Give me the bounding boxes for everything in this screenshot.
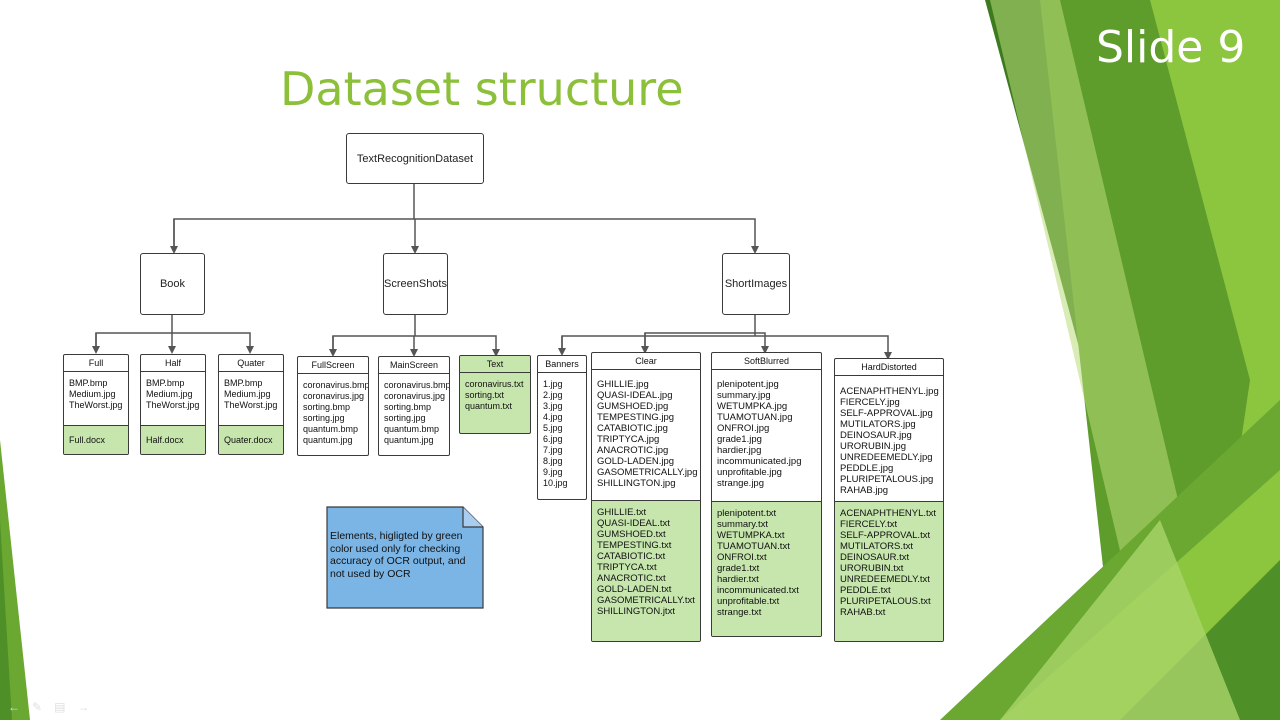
folder-fullscreen: FullScreen coronavirus.bmp coronavirus.j… xyxy=(297,356,369,456)
folder-quater: Quater BMP.bmp Medium.jpg TheWorst.jpg Q… xyxy=(218,354,284,455)
folder-mainscreen-title: MainScreen xyxy=(379,357,449,374)
slide-title: Dataset structure xyxy=(280,62,684,116)
folder-text-title: Text xyxy=(460,356,530,373)
folder-banners-title: Banners xyxy=(538,356,586,373)
folder-text: Text coronavirus.txt sorting.txt quantum… xyxy=(459,355,531,434)
book-node-label: Book xyxy=(159,278,186,290)
screenshots-node-label: ScreenShots xyxy=(384,278,447,290)
legend-note: Elements, higligted by green color used … xyxy=(330,530,466,580)
folder-half-title: Half xyxy=(141,355,205,372)
folder-fullscreen-files: coronavirus.bmp coronavirus.jpg sorting.… xyxy=(303,380,369,445)
folder-banners: Banners 1.jpg 2.jpg 3.jpg 4.jpg 5.jpg 6.… xyxy=(537,355,587,500)
book-node: Book xyxy=(140,253,205,315)
folder-quater-green-files: Quater.docx xyxy=(219,425,283,454)
menu-icon[interactable]: ▤ xyxy=(54,700,66,714)
slideshow-controls[interactable]: ← ✎ ▤ → xyxy=(8,700,89,714)
folder-softblurred-files: plenipotent.jpg summary.jpg WETUMPKA.jpg… xyxy=(717,379,802,489)
folder-clear-green-files: GHILLIE.txt QUASI-IDEAL.txt GUMSHOED.txt… xyxy=(592,500,700,641)
folder-full-files: BMP.bmp Medium.jpg TheWorst.jpg xyxy=(69,378,123,410)
folder-full-green-files: Full.docx xyxy=(64,425,128,454)
folder-softblurred: SoftBlurred plenipotent.jpg summary.jpg … xyxy=(711,352,822,637)
slide-number: Slide 9 xyxy=(1096,22,1246,73)
folder-clear: Clear GHILLIE.jpg QUASI-IDEAL.jpg GUMSHO… xyxy=(591,352,701,642)
previous-slide-icon[interactable]: ← xyxy=(8,700,20,714)
folder-softblurred-green-files: plenipotent.txt summary.txt WETUMPKA.txt… xyxy=(712,501,821,636)
folder-fullscreen-title: FullScreen xyxy=(298,357,368,374)
folder-banners-files: 1.jpg 2.jpg 3.jpg 4.jpg 5.jpg 6.jpg 7.jp… xyxy=(543,379,568,488)
screenshots-node: ScreenShots xyxy=(383,253,448,315)
folder-softblurred-title: SoftBlurred xyxy=(712,353,821,370)
folder-half-green-files: Half.docx xyxy=(141,425,205,454)
folder-harddistorted-title: HardDistorted xyxy=(835,359,943,376)
folder-clear-files: GHILLIE.jpg QUASI-IDEAL.jpg GUMSHOED.jpg… xyxy=(597,379,698,489)
folder-harddistorted-green-files: ACENAPHTHENYL.txt FIERCELY.txt SELF-APPR… xyxy=(835,501,943,641)
folder-harddistorted-files: ACENAPHTHENYL.jpg FIERCELY.jpg SELF-APPR… xyxy=(840,386,939,496)
folder-quater-title: Quater xyxy=(219,355,283,372)
shortimages-node-label: ShortImages xyxy=(724,278,788,290)
folder-half-files: BMP.bmp Medium.jpg TheWorst.jpg xyxy=(146,378,200,410)
folder-mainscreen: MainScreen coronavirus.bmp coronavirus.j… xyxy=(378,356,450,456)
folder-quater-files: BMP.bmp Medium.jpg TheWorst.jpg xyxy=(224,378,278,410)
root-node-label: TextRecognitionDataset xyxy=(356,152,474,165)
folder-half: Half BMP.bmp Medium.jpg TheWorst.jpg Hal… xyxy=(140,354,206,455)
folder-text-files: coronavirus.txt sorting.txt quantum.txt xyxy=(465,379,524,411)
folder-mainscreen-files: coronavirus.bmp coronavirus.jpg sorting.… xyxy=(384,380,450,445)
pen-icon[interactable]: ✎ xyxy=(32,700,43,714)
folder-full: Full BMP.bmp Medium.jpg TheWorst.jpg Ful… xyxy=(63,354,129,455)
folder-clear-title: Clear xyxy=(592,353,700,370)
next-slide-icon[interactable]: → xyxy=(77,700,90,714)
shortimages-node: ShortImages xyxy=(722,253,790,315)
folder-full-title: Full xyxy=(64,355,128,372)
folder-harddistorted: HardDistorted ACENAPHTHENYL.jpg FIERCELY… xyxy=(834,358,944,642)
root-node: TextRecognitionDataset xyxy=(346,133,484,184)
